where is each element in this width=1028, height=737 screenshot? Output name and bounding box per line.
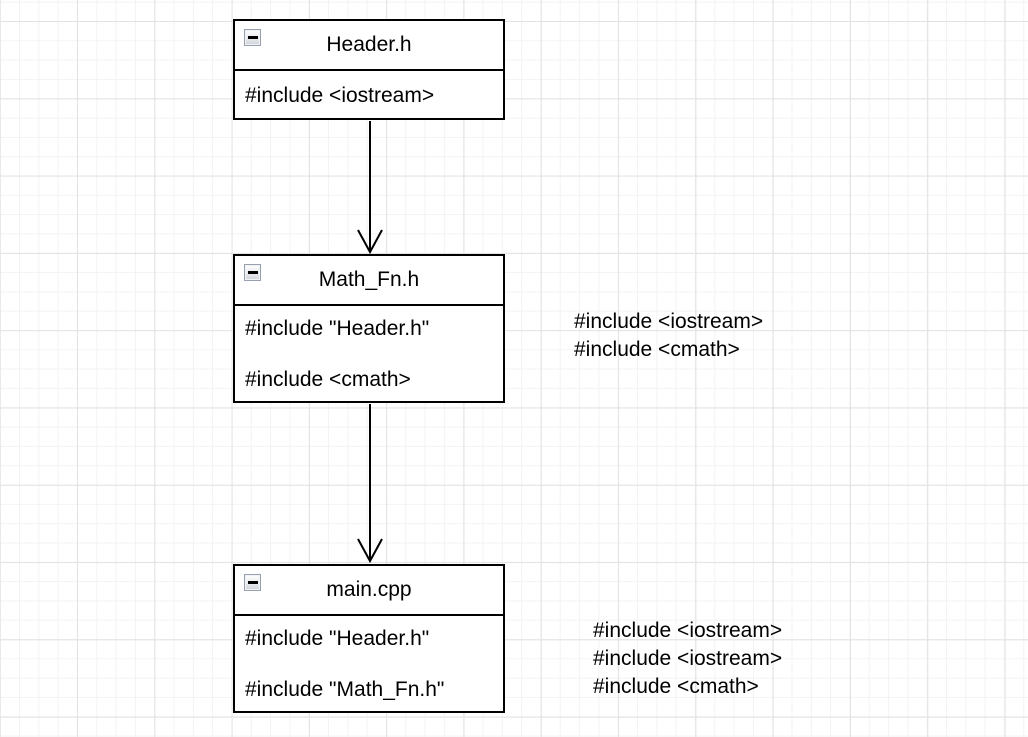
annotation-main-includes[interactable]: #include <iostream> #include <iostream> … <box>593 617 782 701</box>
node-title: Header.h <box>326 33 412 56</box>
node-header-h-body: #include <iostream> <box>235 71 503 118</box>
annotation-line: #include <cmath> <box>574 338 740 361</box>
node-header-h[interactable]: Header.h #include <iostream> <box>233 19 505 120</box>
node-main-cpp-title-bar: main.cpp <box>235 566 503 616</box>
annotation-line: #include <iostream> <box>593 647 783 670</box>
minus-glyph <box>247 271 258 274</box>
include-line: #include <cmath> <box>245 368 411 391</box>
arrow-header-to-mathfn[interactable] <box>357 121 383 255</box>
node-main-cpp-body: #include "Header.h" #include "Math_Fn.h" <box>235 616 503 711</box>
node-main-cpp[interactable]: main.cpp #include "Header.h" #include "M… <box>233 564 505 713</box>
node-title: Math_Fn.h <box>318 268 420 291</box>
collapse-minus-icon[interactable] <box>244 29 261 46</box>
collapse-minus-icon[interactable] <box>244 264 261 281</box>
node-title: main.cpp <box>326 578 412 601</box>
node-math-fn-h[interactable]: Math_Fn.h #include "Header.h" #include <… <box>233 254 505 403</box>
include-line: #include "Header.h" <box>245 317 430 340</box>
node-math-fn-h-body: #include "Header.h" #include <cmath> <box>235 306 503 401</box>
minus-glyph <box>247 581 258 584</box>
collapse-minus-icon[interactable] <box>244 574 261 591</box>
annotation-line: #include <iostream> <box>593 619 783 642</box>
annotation-line: #include <iostream> <box>574 310 764 333</box>
annotation-line: #include <cmath> <box>593 675 759 698</box>
node-math-fn-h-title-bar: Math_Fn.h <box>235 256 503 306</box>
include-line: #include "Header.h" <box>245 627 430 650</box>
minus-glyph <box>247 36 258 39</box>
include-line: #include "Math_Fn.h" <box>245 678 445 701</box>
annotation-mathfn-includes[interactable]: #include <iostream> #include <cmath> <box>574 308 763 364</box>
node-header-h-title-bar: Header.h <box>235 21 503 71</box>
arrow-mathfn-to-main[interactable] <box>357 404 383 564</box>
include-line: #include <iostream> <box>245 83 435 107</box>
